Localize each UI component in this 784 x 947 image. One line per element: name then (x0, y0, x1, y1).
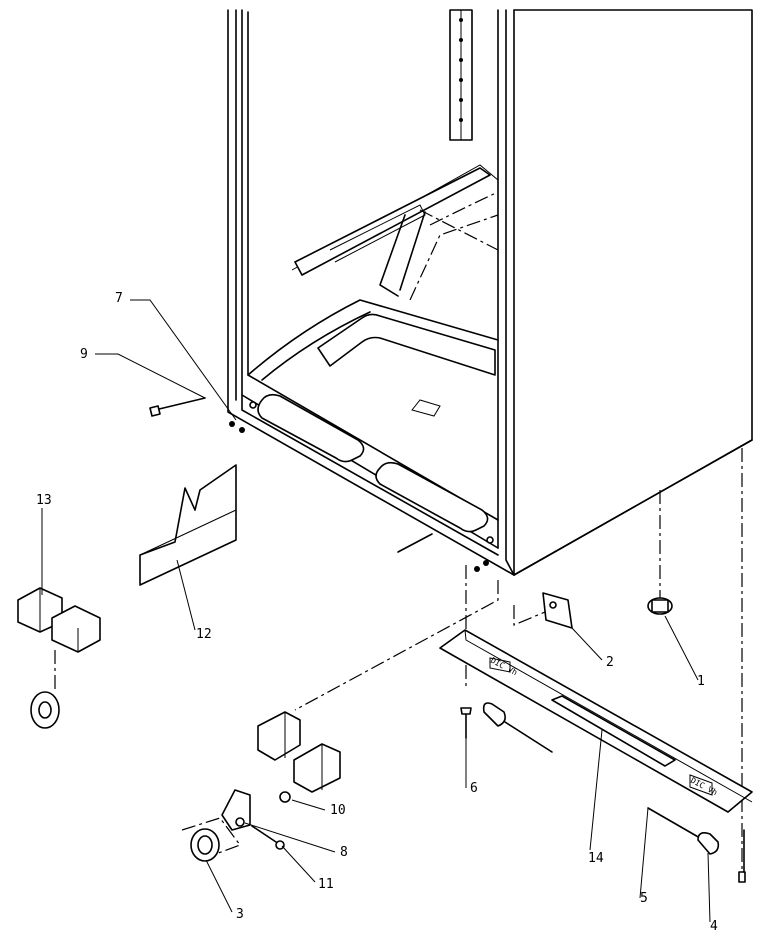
spacer-part-4 (697, 832, 720, 855)
foam-block-part-12 (139, 464, 237, 586)
screw-part-7 (229, 421, 245, 433)
callout-5: 5 (640, 891, 648, 906)
callout-12: 12 (196, 627, 212, 642)
callout-14: 14 (588, 851, 604, 866)
screw-part-9 (149, 397, 206, 417)
nut-part-10 (279, 791, 291, 803)
screw-bottom-right (738, 871, 746, 883)
roller-bracket-front (257, 711, 341, 793)
base-rail-part-14 (439, 629, 753, 813)
spacer-with-rod (482, 702, 553, 753)
roller-part-3 (181, 817, 241, 862)
leader-lines (41, 299, 711, 923)
plate-part-2 (542, 592, 573, 629)
screws-base (397, 533, 489, 572)
callout-2: 2 (606, 655, 614, 670)
bolt-part-11 (251, 825, 285, 850)
callout-10: 10 (330, 803, 346, 818)
cabinet-body (227, 9, 753, 880)
roller-bracket-part-13 (17, 587, 101, 729)
callout-13: 13 (36, 493, 52, 508)
callout-11: 11 (318, 877, 334, 892)
callout-1: 1 (697, 674, 705, 689)
pin-part-5 (647, 807, 701, 839)
screw-part-6 (460, 707, 472, 739)
callout-9: 9 (80, 347, 88, 362)
leveler-part-1 (647, 597, 673, 615)
bracket-part-8 (221, 789, 251, 831)
callout-3: 3 (236, 907, 244, 922)
callout-4: 4 (710, 919, 718, 934)
callout-labels: 1 2 3 4 5 6 7 8 9 10 11 12 13 14 (36, 291, 718, 934)
callout-7: 7 (115, 291, 123, 306)
callout-6: 6 (470, 781, 478, 796)
callout-8: 8 (340, 845, 348, 860)
